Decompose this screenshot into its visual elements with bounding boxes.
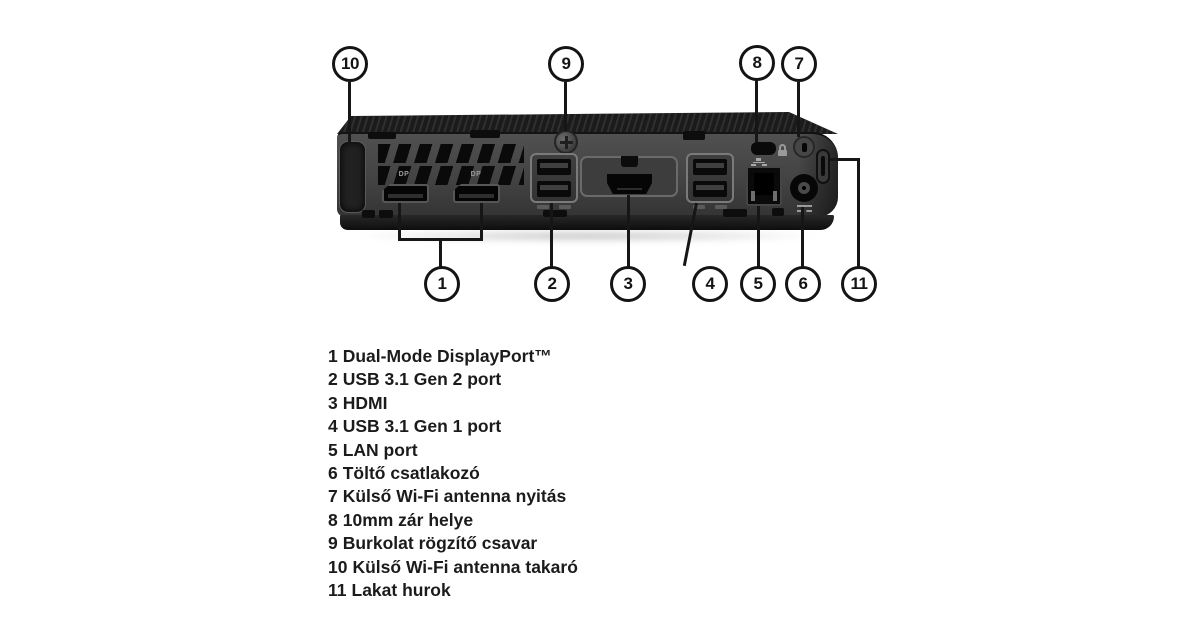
panel-slot <box>379 210 393 218</box>
callout-10: 10 <box>332 46 368 82</box>
leader-line-1 <box>439 240 442 267</box>
lan-port <box>746 166 782 206</box>
device-bottom-bezel <box>340 215 834 230</box>
leader-line-11 <box>830 158 860 161</box>
usb-port <box>537 159 571 175</box>
displayport-2 <box>453 184 500 203</box>
padlock-loop <box>816 149 830 184</box>
leader-line-6 <box>801 207 804 267</box>
usb-label-marks <box>693 205 727 210</box>
callout-8: 8 <box>739 45 775 81</box>
panel-slot <box>470 130 500 138</box>
leader-line-8 <box>755 80 758 142</box>
panel-slot <box>368 132 396 139</box>
leader-line-1 <box>398 238 483 241</box>
leader-line-1 <box>480 203 483 239</box>
callout-2: 2 <box>534 266 570 302</box>
dc-power-icon <box>797 205 812 212</box>
vent-grille-row <box>378 144 524 163</box>
usb-port <box>693 159 727 175</box>
displayport-logo-icon: DP <box>470 171 482 178</box>
leader-line-2 <box>550 203 553 267</box>
panel-slot <box>723 209 747 217</box>
displayport-logo-icon: DP <box>398 171 410 178</box>
wifi-antenna-cover <box>339 141 366 213</box>
padlock-icon <box>778 144 787 156</box>
network-icon <box>751 158 767 167</box>
cover-thumbscrew <box>554 130 578 154</box>
panel-slot <box>683 131 705 140</box>
power-connector <box>790 174 818 202</box>
callout-4: 4 <box>692 266 728 302</box>
wifi-antenna-opening <box>793 136 815 158</box>
leader-line-1 <box>398 203 401 239</box>
displayport-1 <box>382 184 429 203</box>
leader-line-10 <box>348 82 351 143</box>
vent-grille-row <box>378 166 524 185</box>
leader-line-3 <box>627 195 630 267</box>
panel-slot <box>362 210 375 218</box>
panel-slot <box>772 208 784 216</box>
hdmi-panel-notch <box>621 156 638 167</box>
usb-3-1-gen2-ports <box>530 153 578 203</box>
callout-3: 3 <box>610 266 646 302</box>
leader-line-7 <box>797 82 800 137</box>
kensington-lock-slot <box>751 142 776 155</box>
callout-9: 9 <box>548 46 584 82</box>
leader-line-5 <box>757 206 760 267</box>
panel-slot <box>543 210 567 217</box>
hdmi-port <box>607 174 652 194</box>
callout-5: 5 <box>740 266 776 302</box>
callout-1: 1 <box>424 266 460 302</box>
usb-port <box>693 181 727 197</box>
usb-3-1-gen1-ports <box>686 153 734 203</box>
callout-6: 6 <box>785 266 821 302</box>
callout-11: 11 <box>841 266 877 302</box>
usb-label-marks <box>537 205 571 210</box>
usb-port <box>537 181 571 197</box>
leader-line-9 <box>564 82 567 131</box>
callout-7: 7 <box>781 46 817 82</box>
leader-line-11 <box>857 158 860 267</box>
device-top-face <box>337 112 838 134</box>
